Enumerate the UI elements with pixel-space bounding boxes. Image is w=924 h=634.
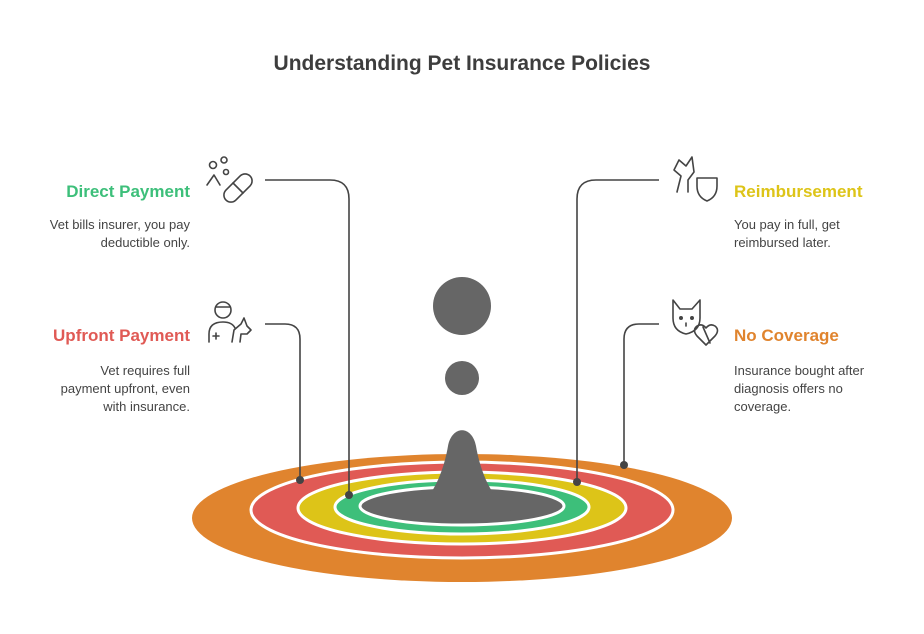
desc-line: reimbursed later. <box>734 235 831 250</box>
desc-line: You pay in full, get <box>734 217 840 232</box>
desc-line: payment upfront, even <box>60 381 190 396</box>
desc-line: coverage. <box>734 399 792 414</box>
desc-reimbursement: You pay in full, get reimbursed later. <box>734 216 904 252</box>
vet-with-dog-icon <box>208 301 252 343</box>
connector-dot-direct-payment <box>345 491 353 499</box>
label-reimbursement: Reimbursement <box>734 182 863 201</box>
dog-shield-icon <box>673 156 718 202</box>
connector-dot-upfront-payment <box>296 476 304 484</box>
connector-no-coverage <box>623 323 659 465</box>
cat-broken-heart-icon <box>672 299 719 346</box>
desc-line: with insurance. <box>103 399 190 414</box>
pill-icon <box>206 156 253 203</box>
connector-dot-reimbursement <box>573 478 581 486</box>
label-no-coverage: No Coverage <box>734 326 839 345</box>
desc-line: Vet requires full <box>100 363 190 378</box>
desc-line: Insurance bought after <box>734 363 865 378</box>
desc-direct-payment: Vet bills insurer, you pay deductible on… <box>20 216 190 252</box>
falling-drop-small <box>445 361 479 395</box>
falling-drop-large <box>433 277 491 335</box>
desc-line: diagnosis offers no <box>734 381 843 396</box>
connector-direct-payment <box>265 179 350 495</box>
connector-dot-no-coverage <box>620 461 628 469</box>
desc-line: Vet bills insurer, you pay <box>49 217 190 232</box>
connector-upfront-payment <box>265 323 301 480</box>
page-title: Understanding Pet Insurance Policies <box>273 52 651 75</box>
desc-no-coverage: Insurance bought after diagnosis offers … <box>734 362 904 416</box>
label-direct-payment: Direct Payment <box>66 182 190 201</box>
connector-reimbursement <box>576 179 659 482</box>
label-upfront-payment: Upfront Payment <box>53 326 190 345</box>
desc-upfront-payment: Vet requires full payment upfront, even … <box>20 362 190 416</box>
desc-line: deductible only. <box>100 235 190 250</box>
splash-spike <box>396 430 528 516</box>
